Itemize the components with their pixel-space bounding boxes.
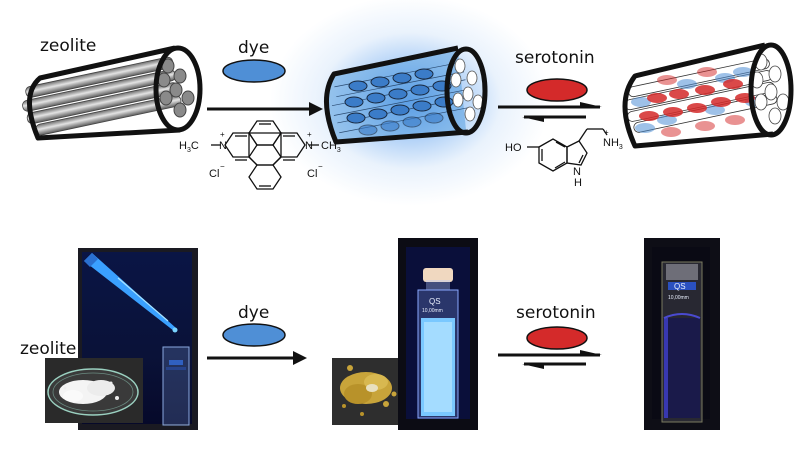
dye-molecule-icon — [222, 59, 286, 83]
serotonin-label-bottom: serotonin — [516, 303, 596, 323]
cuvette-path-label: 10,00mm — [422, 308, 443, 314]
serotonin-molecule-icon — [526, 78, 588, 102]
fluorescent-cuvette: QS 10,00mm — [417, 268, 459, 419]
photo-fluorescent-cuvette: QS 10,00mm — [398, 238, 478, 430]
dye-left-charge: + — [220, 130, 225, 139]
mixed-molecules-in-channels — [631, 67, 765, 137]
serotonin-molecule-icon-bottom — [526, 326, 588, 350]
dye-label-top: dye — [238, 38, 270, 58]
serotonin-ring-hydrogen: H — [574, 177, 582, 189]
serotonin-loaded-zeolite-cylinder — [622, 42, 794, 149]
serotonin-label-top: serotonin — [515, 48, 595, 68]
dye-right-counterion-charge: − — [318, 162, 323, 171]
cuvette-brand-label: QS — [429, 297, 441, 306]
photo-zeolite-powder-dish — [45, 358, 143, 423]
dye-molecules-in-channels — [344, 68, 454, 136]
pipette-icon — [84, 253, 178, 333]
dye-loaded-zeolite-cylinder — [323, 45, 488, 145]
empty-cuvette — [162, 346, 190, 426]
photo-dye-loaded-powder — [332, 358, 405, 425]
equilibrium-arrows-bottom — [498, 350, 602, 369]
photo-quenched-cuvette: QS 10,00mm — [644, 238, 720, 430]
serotonin-hydroxyl: HO — [505, 142, 522, 154]
dye-right-charge: + — [307, 130, 312, 139]
dye-left-counterion-charge: − — [220, 162, 225, 171]
quenched-cuvette: QS 10,00mm — [661, 261, 703, 423]
petri-dish-icon — [47, 368, 139, 416]
dye-left-methyl: H3C — [179, 140, 199, 154]
zeolite-label-top: zeolite — [40, 36, 97, 56]
arrow-dye-loading — [207, 102, 323, 116]
serotonin-amine: NH3 — [603, 137, 623, 151]
serotonin-amine-charge: + — [604, 128, 609, 137]
dye-molecule-icon-bottom — [222, 323, 286, 347]
dye-left-counterion: Cl — [209, 168, 219, 180]
dye-right-counterion: Cl — [307, 168, 317, 180]
empty-zeolite-cylinder — [22, 45, 203, 141]
zeolite-label-bottom: zeolite — [20, 339, 77, 359]
yellow-powder-icon — [340, 365, 397, 416]
cuvette-brand-label-2: QS — [674, 282, 686, 291]
serotonin-chemical-structure: HO NH3 + N H — [505, 128, 623, 189]
dye-label-bottom: dye — [238, 303, 270, 323]
dye-right-nitrogen: N — [305, 140, 313, 152]
zeolite-channels — [22, 56, 195, 136]
dye-left-nitrogen: N — [219, 140, 227, 152]
arrow-dye-loading-bottom — [207, 351, 307, 365]
equilibrium-arrows-top — [498, 102, 602, 122]
cuvette-path-label-2: 10,00mm — [668, 295, 689, 301]
serotonin-ring-nitrogen: N — [573, 166, 581, 178]
